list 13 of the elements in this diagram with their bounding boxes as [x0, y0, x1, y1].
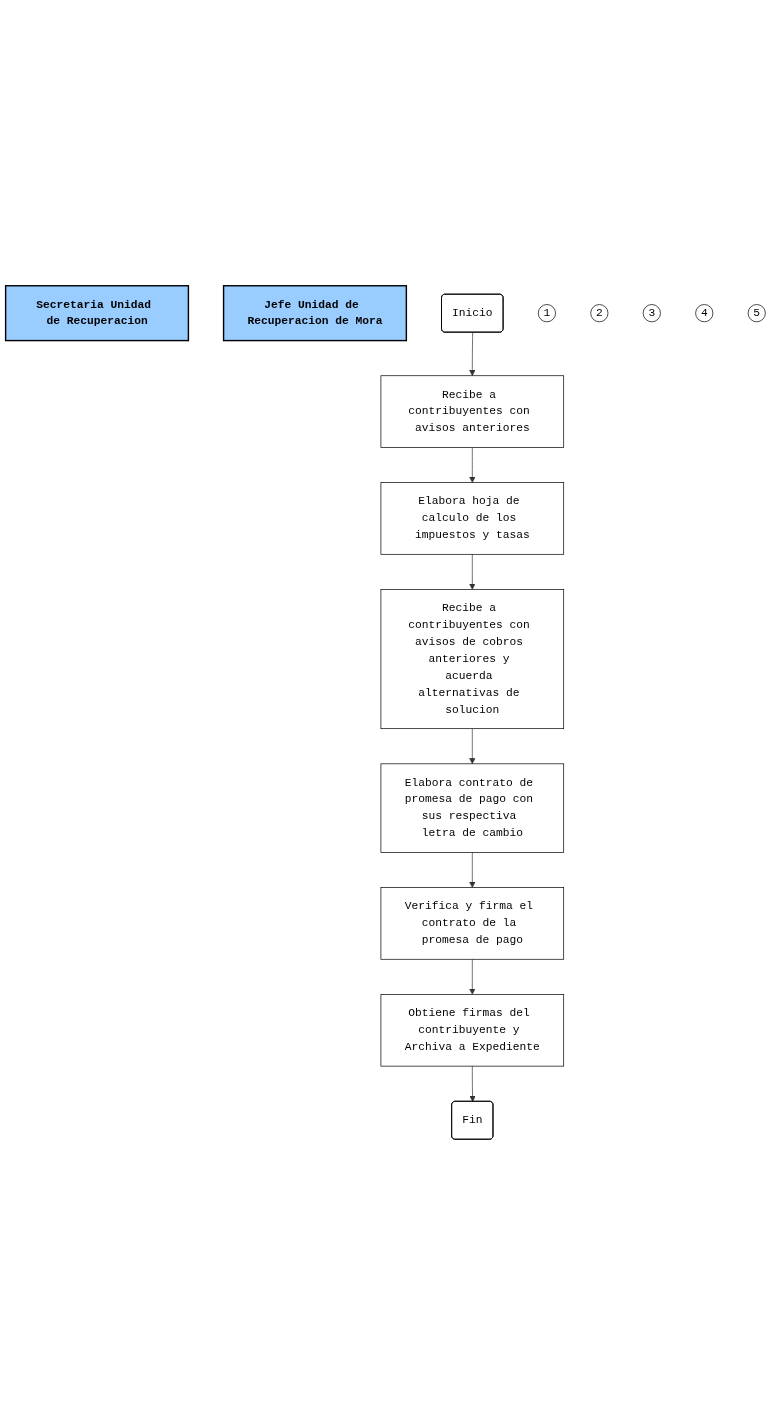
node-box: Jefe Unidad de Recuperacion de Mora: [222, 285, 408, 342]
node-box: Elabora hoja de calculo de los impuestos y tasas: [380, 482, 565, 555]
node-circle: 5: [747, 304, 766, 323]
node-box: Secretaria Unidad de Recuperacion: [4, 285, 190, 342]
node-box: Obtiene firmas del contribuyente y Archiva a Expediente: [380, 994, 565, 1067]
node-circle: 4: [695, 304, 714, 323]
node-box: Recibe a contribuyentes con avisos de cobros anteriores y acuerda alternativas de solucion: [380, 589, 565, 729]
node-circle: 1: [537, 304, 556, 323]
node-box: Recibe a contribuyentes con avisos anteriores: [380, 375, 565, 448]
node-box: Verifica y firma el contrato de la promesa de pago: [380, 887, 565, 960]
node-circle: 2: [590, 304, 609, 323]
node-box: Elabora contrato de promesa de pago con sus respectiva letra de cambio: [380, 763, 565, 853]
node-circle: 3: [642, 304, 661, 323]
